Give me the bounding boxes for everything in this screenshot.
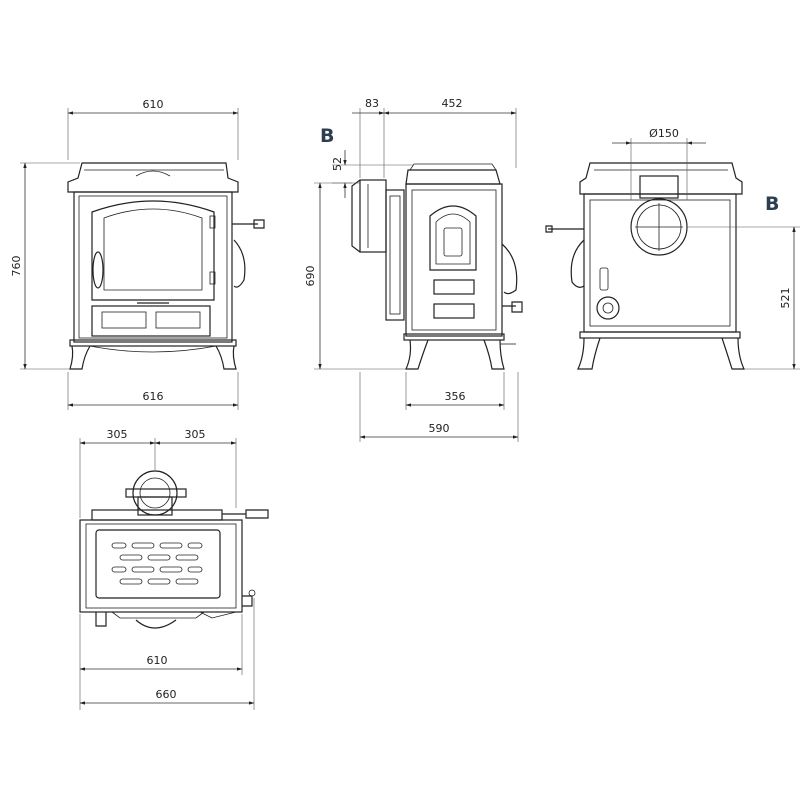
dim-side-flue-offset: 83 bbox=[365, 97, 379, 110]
top-dimensions: 305 305 610 660 bbox=[79, 428, 255, 710]
rear-dimensions: Ø150 B 521 bbox=[612, 127, 800, 370]
label-b-rear: B bbox=[765, 193, 779, 215]
dim-front-height: 760 bbox=[10, 256, 23, 277]
top-view bbox=[79, 470, 269, 629]
front-dimensions: 610 616 760 bbox=[10, 98, 239, 410]
dim-side-height: 690 bbox=[304, 266, 317, 287]
dim-front-width-bottom: 616 bbox=[143, 390, 164, 403]
label-b-side: B bbox=[320, 125, 334, 147]
dim-rear-flue-height: 521 bbox=[779, 288, 792, 309]
front-view bbox=[67, 162, 265, 370]
dim-side-flue-drop: 52 bbox=[331, 157, 344, 171]
dim-front-width-top: 610 bbox=[143, 98, 164, 111]
side-view bbox=[351, 163, 523, 370]
dim-top-half-right: 305 bbox=[185, 428, 206, 441]
dim-top-half-left: 305 bbox=[107, 428, 128, 441]
dim-side-leg-depth: 356 bbox=[445, 390, 466, 403]
dim-top-width-total: 660 bbox=[156, 688, 177, 701]
dim-top-width-body: 610 bbox=[147, 654, 168, 667]
rear-view bbox=[545, 162, 745, 370]
dim-rear-flue-diameter: Ø150 bbox=[649, 127, 679, 140]
side-dimensions: 83 452 B 52 690 356 590 bbox=[304, 97, 519, 442]
dim-side-total-depth: 590 bbox=[429, 422, 450, 435]
dim-side-depth-top: 452 bbox=[442, 97, 463, 110]
